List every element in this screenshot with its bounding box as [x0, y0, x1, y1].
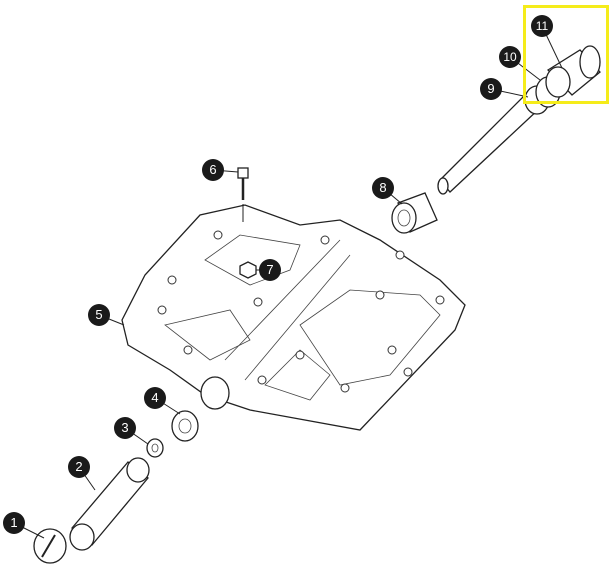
callout-10[interactable]: 10: [499, 46, 521, 68]
part-3-nut: [146, 438, 164, 458]
part-1-end-cap: [33, 528, 67, 564]
axle-boss: [200, 376, 230, 410]
callout-7[interactable]: 7: [259, 259, 281, 281]
part-2-sleeve: [69, 457, 150, 551]
callout-1[interactable]: 1: [3, 512, 25, 534]
part-7-nut: [239, 261, 257, 279]
callout-11[interactable]: 11: [531, 15, 553, 37]
part-4-bearing: [171, 410, 199, 442]
callout-9[interactable]: 9: [480, 78, 502, 100]
part-6-bolt: [237, 167, 249, 222]
pedal-body: [121, 204, 466, 431]
callout-2[interactable]: 2: [68, 456, 90, 478]
part-11-locknut: [545, 45, 601, 98]
pedal-pins: [157, 230, 445, 393]
part-8-bushing: [391, 192, 438, 234]
part-9-spindle: [437, 85, 550, 195]
highlight-box-part-11: [523, 5, 609, 104]
callout-6[interactable]: 6: [202, 159, 224, 181]
callout-3[interactable]: 3: [114, 417, 136, 439]
callout-5[interactable]: 5: [88, 304, 110, 326]
callout-4[interactable]: 4: [144, 387, 166, 409]
callout-8[interactable]: 8: [372, 177, 394, 199]
